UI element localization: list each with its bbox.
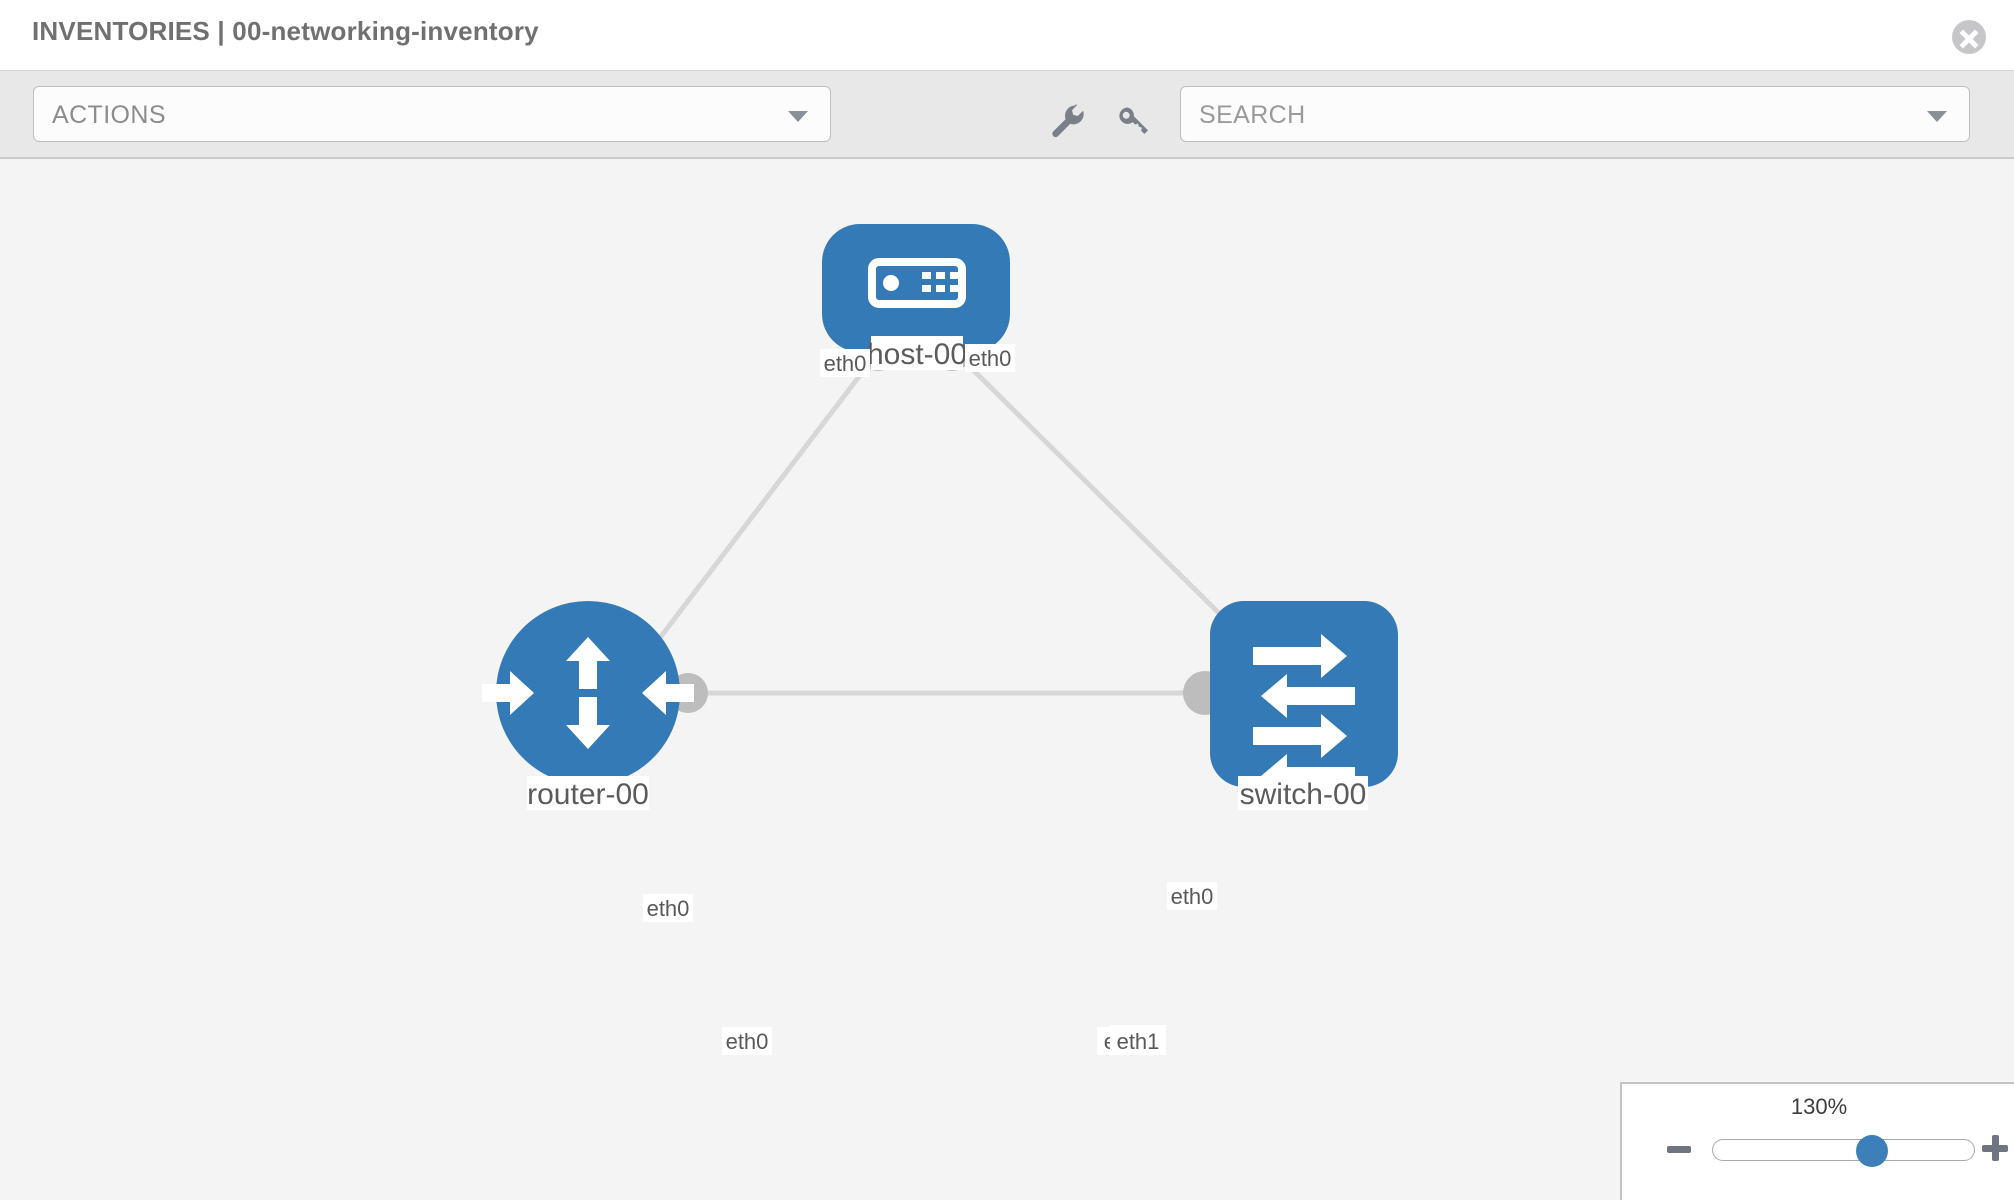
zoom-control-panel: 130% bbox=[1620, 1082, 2014, 1200]
edge-label-text: eth0 bbox=[969, 346, 1012, 371]
key-icon[interactable] bbox=[1112, 99, 1154, 141]
toolbar: ACTIONS SEARCH bbox=[0, 70, 2014, 159]
page-title: INVENTORIES | 00-networking-inventory bbox=[32, 16, 539, 46]
topology-canvas[interactable]: host-00 router-00 bbox=[0, 159, 2014, 1200]
router-arrows-icon bbox=[482, 637, 694, 749]
zoom-in-button[interactable] bbox=[1982, 1135, 2008, 1161]
search-placeholder: SEARCH bbox=[1199, 101, 1306, 129]
edge-label-text: eth0 bbox=[726, 1029, 769, 1054]
edge-label-text: eth0 bbox=[1171, 884, 1214, 909]
zoom-slider-row bbox=[1622, 1131, 2014, 1171]
edge-label-text: eth0 bbox=[647, 896, 690, 921]
page-header: INVENTORIES | 00-networking-inventory bbox=[0, 0, 2014, 70]
zoom-out-button[interactable] bbox=[1667, 1146, 1691, 1153]
node-label-switch-00: switch-00 bbox=[1240, 778, 1367, 811]
edge-label-host-right: eth0 bbox=[965, 344, 1015, 372]
chevron-down-icon[interactable] bbox=[1927, 111, 1947, 122]
chevron-down-icon bbox=[788, 111, 808, 122]
zoom-level-value: 130% bbox=[1790, 1094, 1848, 1119]
actions-dropdown[interactable]: ACTIONS bbox=[33, 86, 831, 142]
node-switch-00[interactable]: switch-00 bbox=[1210, 601, 1398, 811]
edge-label-host-left: eth0 bbox=[820, 349, 870, 377]
edge-label-text: eth1 bbox=[1117, 1029, 1160, 1054]
server-device-icon bbox=[868, 258, 966, 308]
edge-host-router[interactable] bbox=[638, 347, 882, 666]
wrench-icon[interactable] bbox=[1045, 99, 1087, 141]
zoom-slider-track[interactable] bbox=[1712, 1135, 1975, 1167]
node-label-host-00: host-00 bbox=[867, 338, 967, 371]
search-input[interactable]: SEARCH bbox=[1180, 86, 1970, 142]
node-router-00[interactable]: router-00 bbox=[482, 601, 694, 811]
close-icon[interactable] bbox=[1952, 20, 1986, 54]
edge-label-router-up: eth0 bbox=[643, 894, 693, 922]
edge-label-text: eth0 bbox=[824, 351, 867, 376]
zoom-slider-thumb[interactable] bbox=[1856, 1135, 1889, 1167]
topology-graph: host-00 router-00 bbox=[482, 224, 1398, 1055]
node-host-00[interactable]: host-00 bbox=[822, 224, 1010, 371]
edge-host-switch[interactable] bbox=[950, 347, 1247, 641]
edge-label-router-right: eth0 bbox=[722, 1027, 772, 1055]
actions-dropdown-label: ACTIONS bbox=[52, 101, 166, 129]
edge-label-switch-left-b: eth1 bbox=[1110, 1025, 1166, 1055]
edge-label-switch-up: eth0 bbox=[1167, 882, 1217, 910]
node-label-router-00: router-00 bbox=[527, 778, 649, 811]
